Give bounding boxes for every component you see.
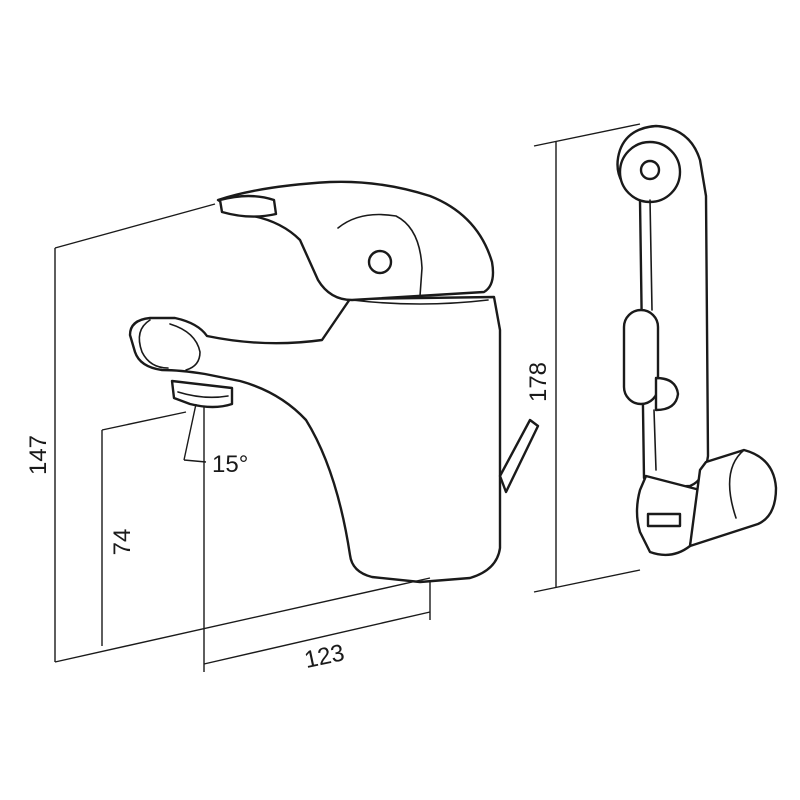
popup-rod: [498, 418, 540, 494]
spout-tip: [138, 319, 169, 369]
dimension-147-label: 147: [25, 435, 52, 475]
dimension-74-label: 74: [109, 529, 136, 556]
aerator: [170, 379, 234, 409]
aerator-ring: [177, 391, 229, 399]
basin-mixer-faucet: [128, 180, 540, 584]
faucet-body: [128, 295, 502, 584]
handle-screw: [367, 249, 393, 275]
shower-center-line: [649, 199, 653, 311]
dimension-178-label: 178: [525, 362, 552, 402]
dimension-123: 123: [203, 406, 431, 674]
dimension-123-label: 123: [302, 639, 347, 674]
handle-base-band: [351, 299, 489, 305]
shower-trigger-button: [622, 308, 660, 406]
handle-recess: [218, 194, 278, 218]
spout-tip-inner: [169, 323, 201, 371]
dimension-74: 74: [101, 411, 187, 646]
hose-connector-slot: [646, 512, 682, 528]
wall-bracket-end: [728, 449, 745, 519]
lever-handle: [216, 180, 495, 302]
handle-side-panel: [337, 213, 423, 297]
shower-trigger-pivot: [654, 376, 680, 412]
angle-label: 15°: [212, 451, 248, 478]
dimension-178: 178: [525, 123, 641, 593]
shower-center-line-lower: [653, 409, 657, 471]
dimension-angle: 15°: [183, 403, 248, 478]
hand-shower: [616, 124, 778, 557]
wall-bracket: [688, 448, 778, 548]
dimension-147: 147: [25, 203, 431, 663]
shower-nozzle-inner: [639, 159, 661, 181]
